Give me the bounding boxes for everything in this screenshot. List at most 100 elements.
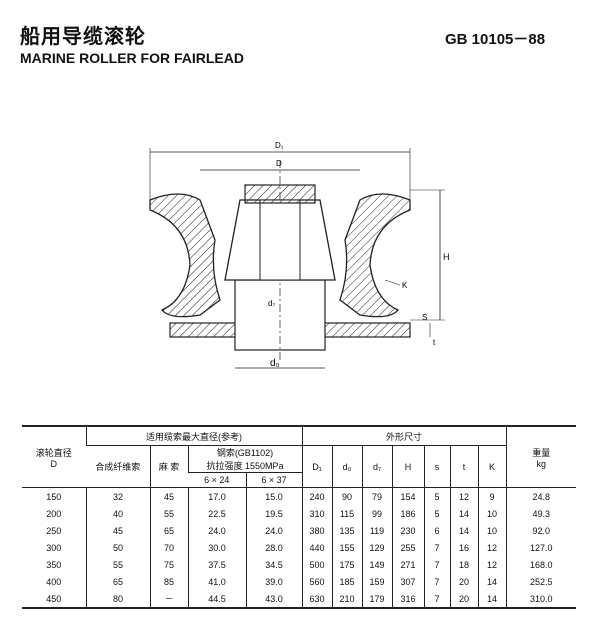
- table-cell: 12: [477, 556, 506, 573]
- table-cell: 271: [391, 556, 424, 573]
- table-cell: 154: [391, 487, 424, 505]
- label-d0: d₀: [270, 358, 280, 369]
- top-cap: [244, 184, 316, 204]
- table-cell: 92.0: [505, 522, 576, 539]
- label-H: H: [443, 252, 450, 262]
- header-6x37: 6 × 37: [245, 472, 302, 488]
- table-cell: 127.0: [505, 539, 576, 556]
- table-cell: 85: [149, 573, 188, 590]
- table-cell: 560: [301, 573, 332, 590]
- table-cell: 7: [423, 573, 450, 590]
- table-cell: 43.0: [245, 590, 302, 608]
- table-cell: 41.0: [187, 573, 246, 590]
- table-cell: 6: [423, 522, 450, 539]
- left-flange: [149, 193, 221, 318]
- table-cell: 19.5: [245, 505, 302, 522]
- label-S: S: [422, 313, 427, 322]
- table-cell: 129: [361, 539, 392, 556]
- table-cell: 70: [149, 539, 188, 556]
- header-6x24: 6 × 24: [188, 472, 246, 488]
- table-cell: 50: [85, 539, 150, 556]
- table-cell: 20: [449, 573, 478, 590]
- table-cell: 10: [477, 522, 506, 539]
- table-cell: 45: [85, 522, 150, 539]
- table-cell: 300: [46, 542, 62, 553]
- table-cell: 55: [149, 505, 188, 522]
- label-d7: d₇: [268, 299, 275, 308]
- table-cell: 316: [391, 590, 424, 608]
- table-cell: 15.0: [245, 487, 302, 505]
- table-cell: 255: [391, 539, 424, 556]
- table-cell: 119: [361, 522, 392, 539]
- table-cell: 22.5: [187, 505, 246, 522]
- table-cell: 24.0: [187, 522, 246, 539]
- table-cell: 55: [85, 556, 150, 573]
- table-cell: 450: [46, 593, 62, 604]
- table-cell: 5: [423, 487, 450, 505]
- table-cell: 440: [301, 539, 332, 556]
- header-hemp: 麻 索: [149, 445, 188, 488]
- table-cell: 90: [331, 487, 362, 505]
- title-chinese: 船用导缆滚轮: [20, 26, 146, 48]
- table-cell: 20: [449, 590, 478, 608]
- table-cell: 168.0: [505, 556, 576, 573]
- table-cell: 400: [46, 576, 62, 587]
- table-cell: 65: [149, 522, 188, 539]
- header-t: t: [449, 445, 478, 488]
- label-D: D: [276, 159, 282, 168]
- header-K: K: [477, 445, 506, 488]
- table-cell: 16: [449, 539, 478, 556]
- table-cell: －: [149, 590, 188, 608]
- table-cell: 250: [46, 525, 62, 536]
- label-D1: D₁: [275, 141, 284, 150]
- table-cell: 230: [391, 522, 424, 539]
- roller-drawing: D₁ D H K S t d₇ d₀: [149, 141, 450, 369]
- table-cell: 240: [301, 487, 332, 505]
- table-cell: 7: [423, 590, 450, 608]
- table-cell: 5: [423, 505, 450, 522]
- standard-number: GB 10105－88: [445, 31, 546, 48]
- table-cell: 28.0: [245, 539, 302, 556]
- header-d0: d₀: [331, 445, 362, 488]
- table-cell: 150: [46, 491, 62, 502]
- table-cell: 79: [361, 487, 392, 505]
- table-cell: 159: [361, 573, 392, 590]
- label-t: t: [433, 338, 436, 347]
- title-english: MARINE ROLLER FOR FAIRLEAD: [20, 50, 244, 66]
- table-cell: 40: [85, 505, 150, 522]
- header-H: H: [391, 445, 424, 488]
- header-synthetic: 合成纤维索: [86, 445, 150, 488]
- table-cell: 65: [85, 573, 150, 590]
- table-cell: 252.5: [505, 573, 576, 590]
- table-cell: 75: [149, 556, 188, 573]
- header-dimensions: 外形尺寸: [301, 426, 506, 446]
- table-cell: 380: [301, 522, 332, 539]
- table-cell: 630: [301, 590, 332, 608]
- table-cell: 99: [361, 505, 392, 522]
- table-cell: 17.0: [187, 487, 246, 505]
- table-cell: 210: [331, 590, 362, 608]
- table-cell: 135: [331, 522, 362, 539]
- table-cell: 49.3: [505, 505, 576, 522]
- table-cell: 39.0: [245, 573, 302, 590]
- header-D1: D₁: [301, 445, 332, 488]
- table-cell: 14: [477, 573, 506, 590]
- table-cell: 7: [423, 556, 450, 573]
- table-cell: 310: [301, 505, 332, 522]
- table-cell: 14: [449, 505, 478, 522]
- table-cell: 24.8: [505, 487, 576, 505]
- right-flange: [339, 193, 411, 318]
- table-cell: 34.5: [245, 556, 302, 573]
- table-cell: 155: [331, 539, 362, 556]
- table-cell: 350: [46, 559, 62, 570]
- table-cell: 44.5: [187, 590, 246, 608]
- table-cell: 9: [477, 487, 506, 505]
